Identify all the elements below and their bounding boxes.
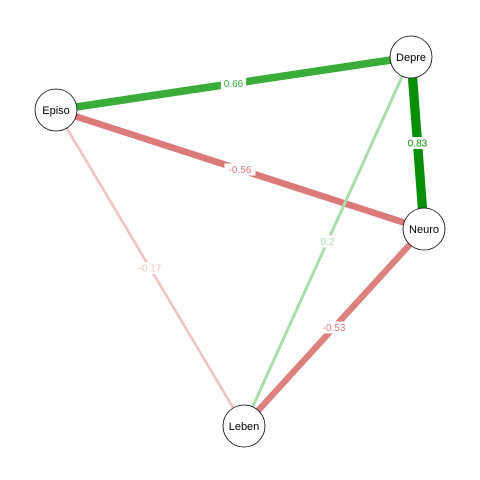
node-label-leben: Leben <box>229 421 260 433</box>
edge-label-background <box>134 262 166 274</box>
edge-label-background <box>220 77 247 90</box>
edge-label-group-episo-leben: -0.17 <box>134 262 166 275</box>
edge-label-episo-depre: 0.66 <box>224 79 244 90</box>
edge-label-background <box>318 321 350 334</box>
node-circle-neuro[interactable] <box>402 207 446 251</box>
node-circle-leben[interactable] <box>222 404 266 448</box>
edge-label-group-neuro-leben: -0.53 <box>318 321 350 334</box>
node-label-episo: Episo <box>42 105 70 117</box>
node-leben[interactable]: Leben <box>222 404 266 448</box>
edge-labels-layer: 0.66 0.83 -0.56 -0.17 0.2 -0.53 <box>134 77 431 334</box>
edges-layer <box>54 53 429 429</box>
edge-label-depre-neuro: 0.83 <box>408 139 428 150</box>
edge-label-group-depre-neuro: 0.83 <box>404 137 431 150</box>
edge-label-group-episo-depre: 0.66 <box>220 77 247 90</box>
node-depre[interactable]: Depre <box>389 35 433 79</box>
edge-label-group-episo-neuro: -0.56 <box>224 163 256 176</box>
edge-label-episo-leben: -0.17 <box>139 264 162 275</box>
edge-label-depre-leben: 0.2 <box>321 237 335 248</box>
node-episo[interactable]: Episo <box>34 88 78 132</box>
edge-label-episo-neuro: -0.56 <box>229 165 252 176</box>
edge-label-background <box>317 235 338 248</box>
node-neuro[interactable]: Neuro <box>402 207 446 251</box>
edge-label-group-depre-leben: 0.2 <box>317 235 338 248</box>
node-label-depre: Depre <box>396 52 426 64</box>
node-circle-depre[interactable] <box>389 35 433 79</box>
node-label-neuro: Neuro <box>409 224 439 236</box>
edge-label-neuro-leben: -0.53 <box>323 323 346 334</box>
edge-label-background <box>404 137 431 149</box>
edge-label-background <box>224 163 256 176</box>
node-circle-episo[interactable] <box>34 88 78 132</box>
